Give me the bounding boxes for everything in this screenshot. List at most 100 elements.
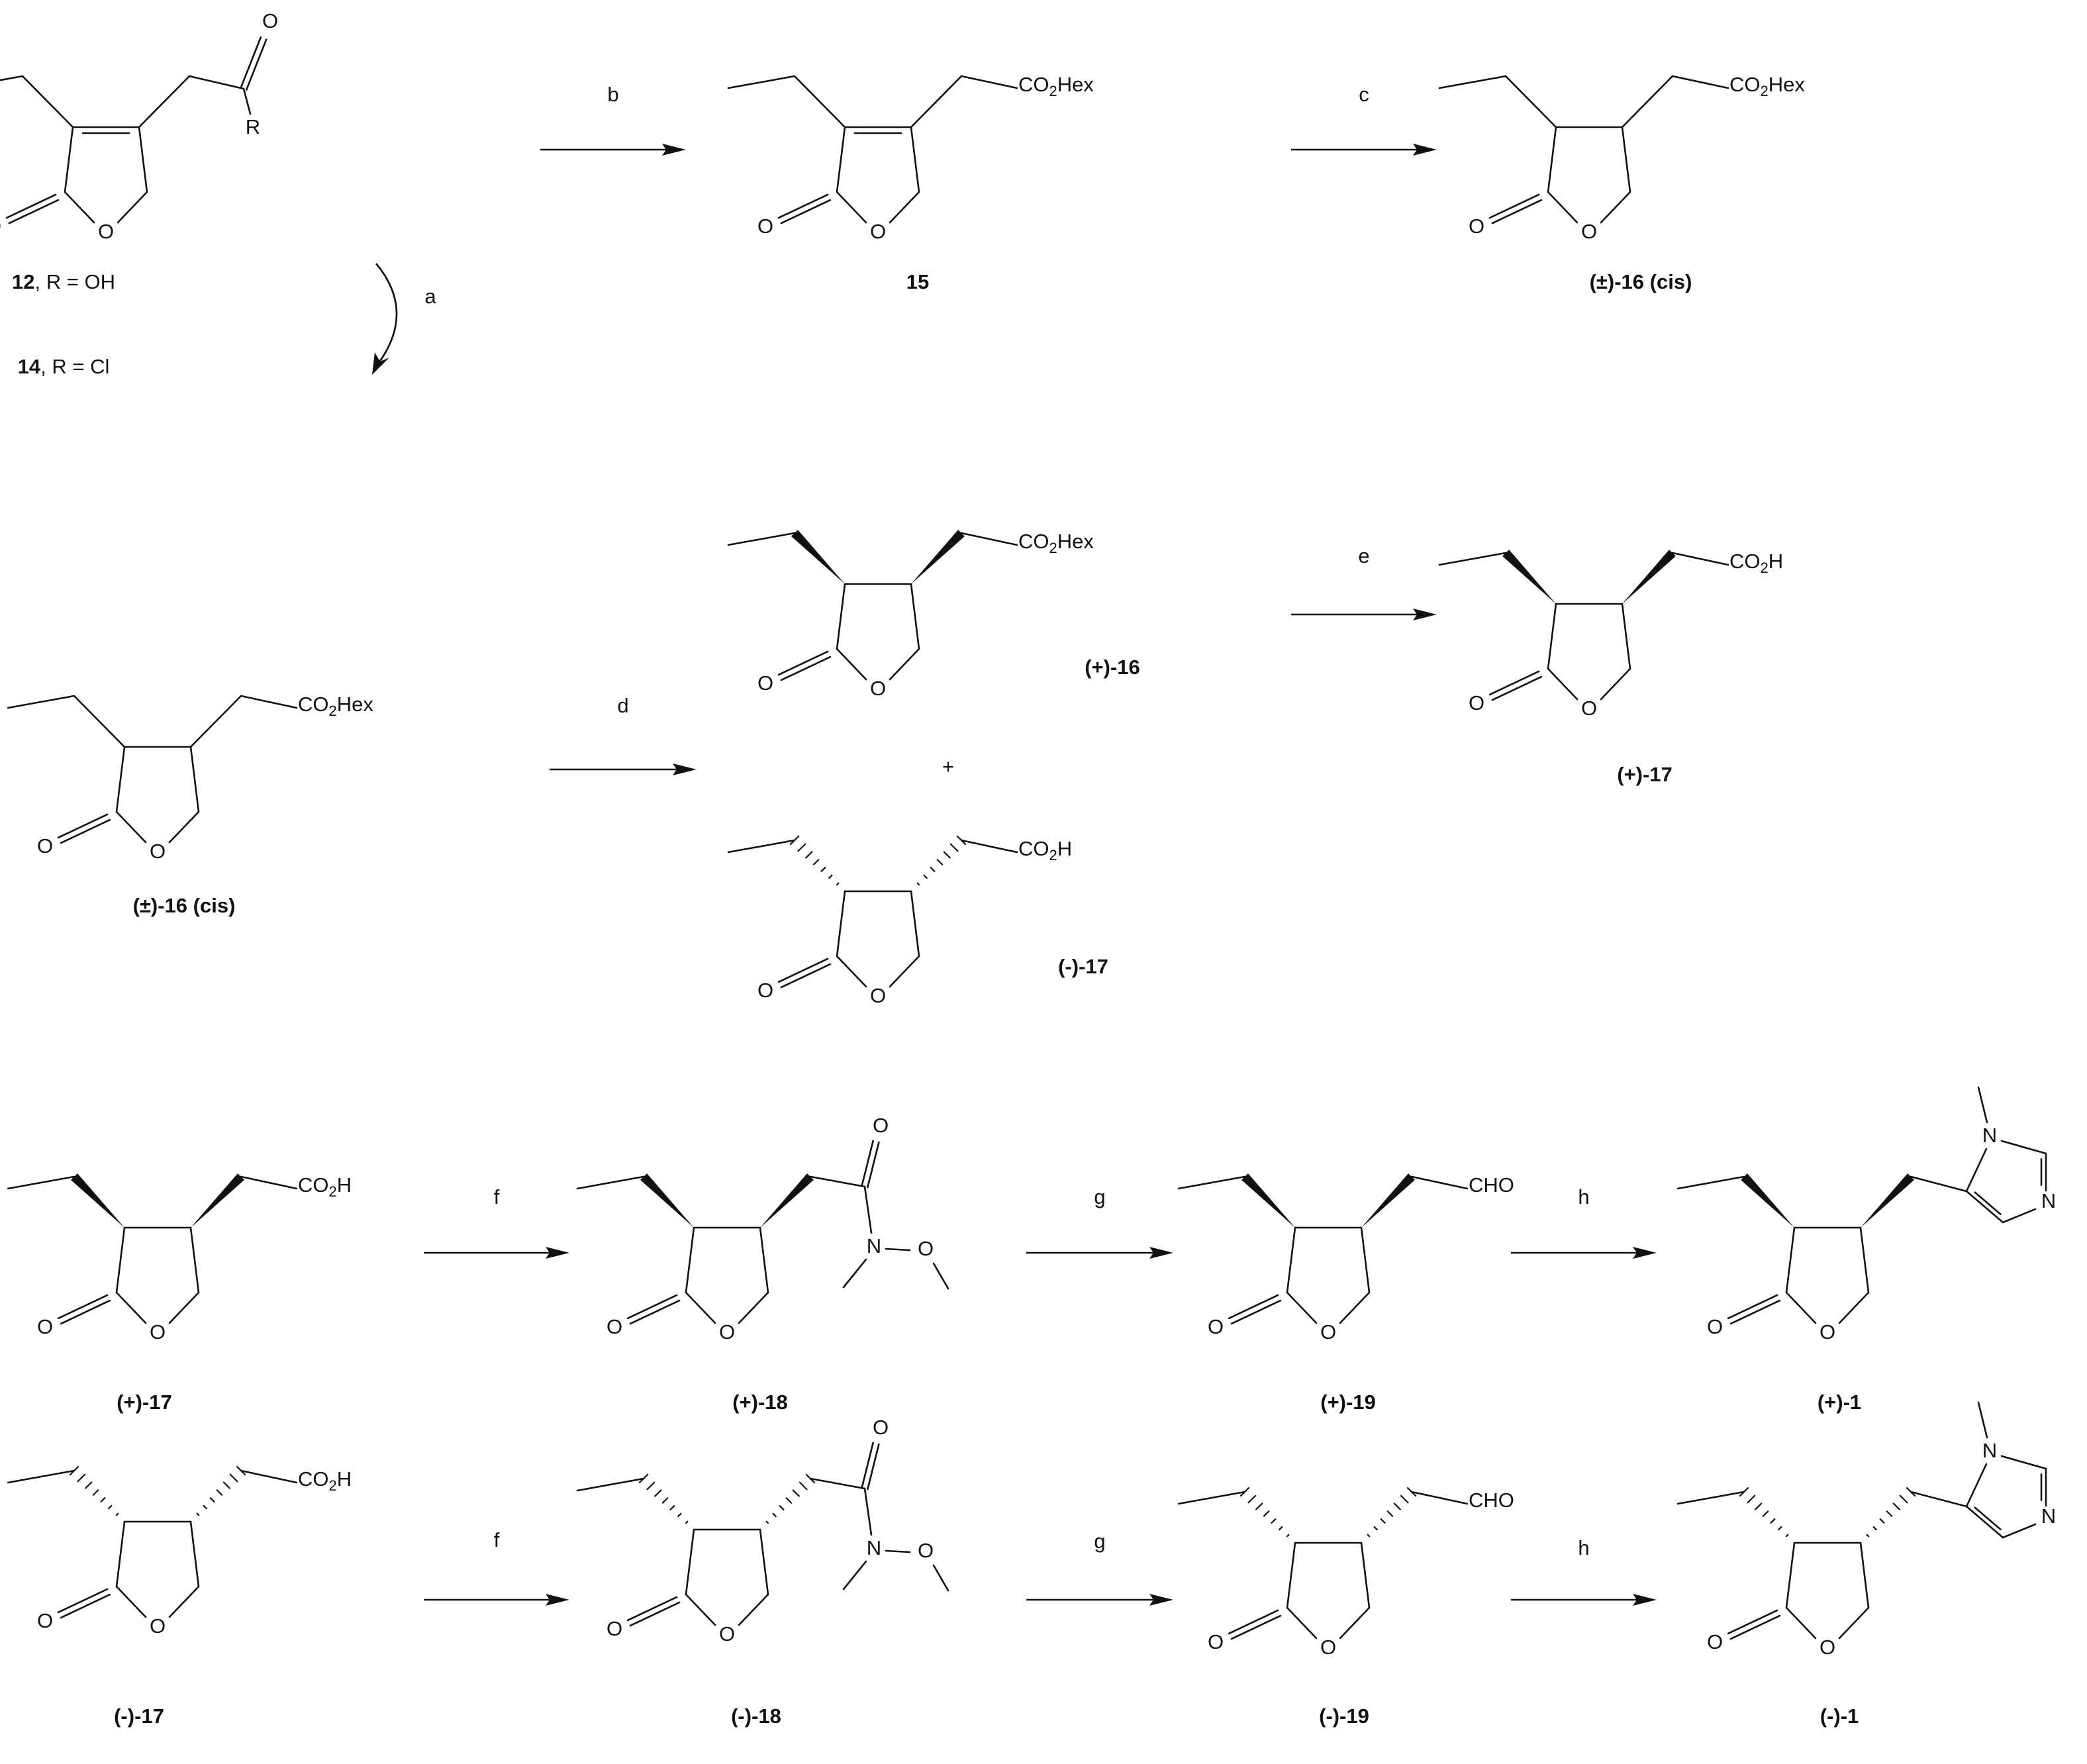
- n-methyl-bond: [1977, 1401, 1988, 1439]
- ester-group-co2hex: CO2Hex: [298, 693, 373, 719]
- ring-bond: [759, 1226, 769, 1294]
- side-chain-wedge-bond: [1861, 1173, 1914, 1228]
- carbonyl-double-bond: [777, 957, 829, 983]
- compound-label-pm16-mid: (±)-16 (cis): [133, 894, 236, 917]
- compound-label-14: 14, R = Cl: [18, 355, 110, 378]
- ring-oxygen: O: [719, 1320, 735, 1344]
- ring-bond: [1360, 1226, 1371, 1294]
- carbonyl-oxygen: O: [1469, 215, 1484, 238]
- ethyl-bond: [576, 1175, 645, 1190]
- ring-bond: [1838, 1606, 1870, 1640]
- ring-oxygen: O: [150, 1614, 166, 1638]
- compound-label-pm16-top: (±)-16 (cis): [1590, 270, 1692, 293]
- curved-arrow-a: a: [372, 263, 436, 375]
- arrow-shaft: [375, 263, 398, 364]
- n-methyl-bond: [842, 1258, 867, 1289]
- n-o-bond: [885, 1248, 911, 1251]
- reagent-condition-g: g: [1094, 1530, 1105, 1553]
- ring-bond: [115, 810, 147, 844]
- o-methyl-bond: [932, 1564, 949, 1592]
- acid-group-co2h: CO2H: [1018, 837, 1072, 863]
- n-methyl-bond: [842, 1560, 867, 1591]
- compound-label-m1: (-)-1: [1820, 1704, 1859, 1728]
- compound-label-p19: (+)-19: [1320, 1391, 1376, 1414]
- carbonyl-oxygen: O: [757, 979, 773, 1002]
- side-chain-bond: [809, 1477, 866, 1490]
- ring-bond: [1785, 1542, 1796, 1609]
- ring-bond: [836, 191, 867, 224]
- side-chain-wedge-bond: [911, 530, 965, 584]
- ring-oxygen: O: [870, 220, 886, 243]
- compound-label-p18: (+)-18: [732, 1391, 788, 1414]
- carbonyl-double-bond: [780, 656, 832, 681]
- ring-bond: [115, 1585, 147, 1618]
- side-chain-bond: [240, 1469, 298, 1484]
- ring-bond: [836, 126, 846, 193]
- ring-bond: [1286, 1606, 1318, 1640]
- ring-bond: [685, 1528, 695, 1596]
- imidazole-bond: [2000, 1140, 2047, 1155]
- carbonyl-double-bond: [1230, 1299, 1282, 1325]
- carbonyl-oxygen: O: [757, 215, 773, 238]
- carbonyl-double-bond: [60, 818, 111, 844]
- amide-nitrogen: N: [867, 1234, 881, 1257]
- carbonyl-double-bond: [629, 1299, 681, 1325]
- ring-bond: [1339, 1606, 1371, 1640]
- methoxy-oxygen: O: [918, 1539, 934, 1562]
- ring-bond: [189, 1520, 200, 1588]
- carbonyl-double-bond: [1491, 675, 1543, 701]
- ring-bond: [836, 955, 867, 988]
- acyl-carbonyl-double-bond: [240, 36, 262, 89]
- ring-bond: [685, 1593, 716, 1626]
- ethyl-bond: [1676, 1491, 1745, 1505]
- reaction-arrow-h-plus: h: [1511, 1185, 1657, 1259]
- ring-oxygen: O: [719, 1622, 735, 1645]
- imidazole-n3: N: [2041, 1504, 2056, 1528]
- side-chain-hashed-bond: [1866, 1487, 1916, 1538]
- side-chain-hashed-bond: [765, 1473, 816, 1524]
- side-chain-bond: [138, 75, 191, 128]
- side-chain-bond: [960, 839, 1018, 854]
- compound-label-m17-mid: (-)-17: [1058, 955, 1108, 978]
- reagent-condition-b: b: [607, 83, 618, 106]
- imidazole-n3: N: [2041, 1189, 2056, 1212]
- carbonyl-double-bond: [629, 1601, 681, 1627]
- carbonyl-double-bond: [57, 813, 109, 839]
- methoxy-oxygen: O: [918, 1237, 934, 1260]
- ring-bond: [1621, 126, 1631, 193]
- n-methyl-bond: [1977, 1086, 1988, 1124]
- ethyl-bond: [1438, 552, 1507, 566]
- carbonyl-double-bond: [1727, 1294, 1778, 1320]
- ring-bond: [115, 1226, 126, 1294]
- arrow-head: [546, 1594, 569, 1606]
- ring-bond: [889, 955, 920, 988]
- ring-bond: [1547, 126, 1557, 193]
- carbonyl-oxygen: O: [1208, 1315, 1224, 1338]
- ester-group-co2hex: CO2Hex: [1018, 530, 1094, 556]
- side-chain-bond: [1671, 552, 1729, 566]
- ring-oxygen: O: [1820, 1320, 1835, 1344]
- amide-carbonyl-double-bond: [861, 1140, 874, 1187]
- arrow-head: [1633, 1594, 1657, 1606]
- imidazole-double-bond: [1965, 1505, 2004, 1539]
- ethyl-wedge-bond: [640, 1173, 694, 1228]
- compound-label-p16: (+)-16: [1085, 656, 1140, 679]
- ring-oxygen: O: [1581, 697, 1597, 720]
- ring-bond: [759, 1528, 769, 1596]
- imidazole-bond: [1965, 1463, 1988, 1508]
- side-chain-hashed-bond: [196, 1465, 246, 1516]
- ethyl-bond: [21, 75, 74, 128]
- carbonyl-double-bond: [626, 1596, 678, 1622]
- reaction-arrow-b: b: [540, 83, 686, 156]
- ring-oxygen: O: [870, 984, 886, 1007]
- ring-bond: [64, 126, 74, 193]
- amide-oxygen: O: [873, 1416, 889, 1439]
- carbonyl-oxygen: O: [1469, 691, 1484, 714]
- arrow-head: [1149, 1247, 1173, 1259]
- ring-bond: [168, 810, 200, 844]
- ring-bond: [168, 1585, 200, 1618]
